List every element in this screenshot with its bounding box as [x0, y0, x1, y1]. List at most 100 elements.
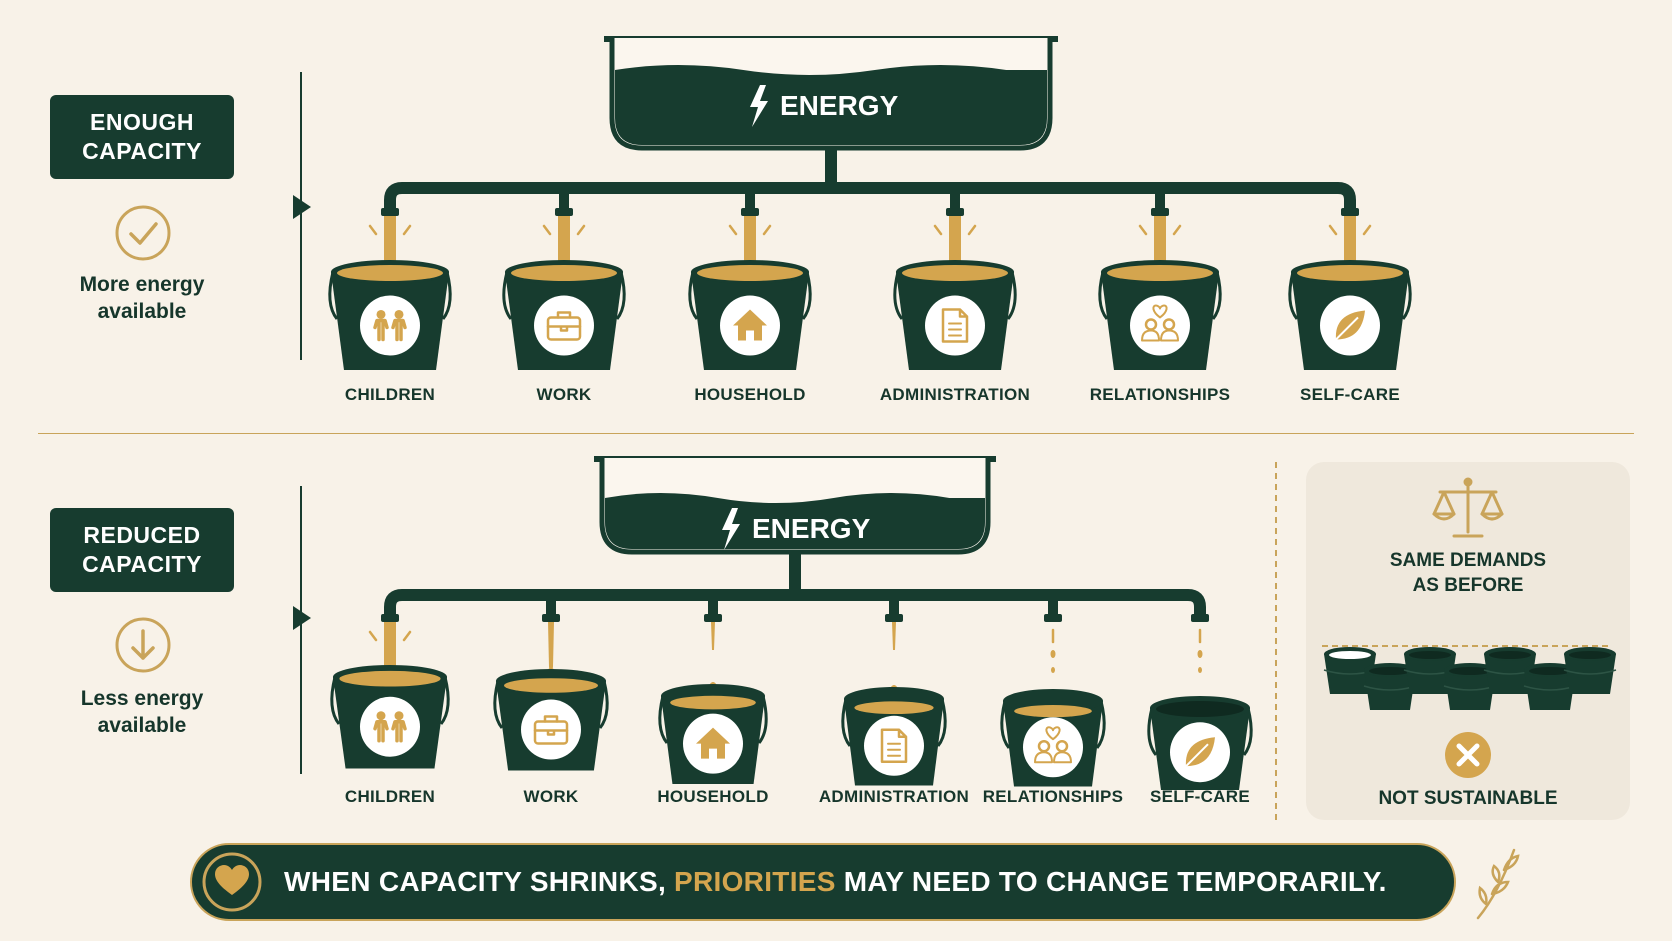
reduced-capacity-label: REDUCED CAPACITY [50, 508, 234, 592]
bottom-section-rule [300, 486, 302, 774]
demand-bucket-1 [1363, 663, 1417, 710]
bottom-bucket-2 [658, 684, 768, 784]
lightning-icon [722, 508, 740, 550]
same-demands-title: SAME DEMANDS AS BEFORE [1306, 548, 1630, 598]
top-bucket-3-fill [902, 265, 1008, 281]
faucet [381, 614, 399, 622]
bottom-bucket-label-0: CHILDREN [344, 787, 436, 806]
more-energy-text: More energy available [79, 273, 205, 323]
top-bucket-label-5: SELF-CARE [1300, 385, 1400, 404]
section-divider [38, 433, 1634, 434]
overflowing-buckets [1322, 645, 1617, 710]
top-bucket-0-fill [337, 265, 443, 281]
energy-label: ENERGY [752, 513, 871, 544]
top-stream-1 [542, 216, 586, 268]
bottom-bucket-0-fill [339, 670, 441, 687]
bottom-energy-diagram: ENERGY [330, 456, 1253, 790]
top-stream-3 [933, 216, 977, 268]
reduced-capacity-text: REDUCED CAPACITY [82, 522, 202, 577]
scale-icon [1432, 477, 1504, 538]
top-bucket-label-2: HOUSEHOLD [694, 385, 806, 404]
olive-branch-icon [1476, 848, 1520, 920]
bottom-bucket-4 [1000, 689, 1106, 787]
top-bucket-3 [893, 260, 1017, 370]
briefcase-icon [546, 311, 582, 341]
demand-bucket-6 [1563, 647, 1617, 694]
bottom-bucket-label-1: WORK [523, 787, 579, 806]
top-stream-4 [1138, 216, 1182, 268]
priority-banner [190, 843, 1456, 921]
bottom-bucket-2-fill [670, 695, 756, 710]
banner-text-before: WHEN CAPACITY SHRINKS, [284, 866, 667, 897]
top-bucket-4 [1098, 260, 1222, 370]
top-bucket-5-fill [1297, 265, 1403, 281]
faucet [1341, 208, 1359, 216]
demand-bucket-5 [1523, 663, 1577, 710]
bottom-bucket-1 [493, 669, 609, 771]
bottom-pipes [381, 552, 1209, 622]
top-bucket-label-0: CHILDREN [344, 385, 436, 404]
top-bucket-2 [688, 260, 812, 370]
same-demands-text: SAME DEMANDS AS BEFORE [1389, 550, 1547, 596]
top-bucket-label-3: ADMINISTRATION [879, 385, 1031, 404]
top-pointer-icon [293, 195, 311, 219]
demand-bucket-4 [1483, 647, 1537, 694]
enough-capacity-text: ENOUGH CAPACITY [82, 109, 202, 164]
top-tank-label: ENERGY [750, 85, 899, 127]
faucet [741, 208, 759, 216]
leaf-icon [1335, 310, 1365, 341]
document-icon [941, 308, 969, 343]
faucet [542, 614, 560, 622]
check-icon [115, 205, 171, 261]
top-bucket-1 [502, 260, 626, 370]
bottom-stream-0 [368, 622, 412, 673]
leaf-icon [1185, 737, 1215, 767]
top-bucket-label-4: RELATIONSHIPS [1089, 385, 1231, 404]
top-stream-5 [1328, 216, 1372, 268]
bottom-stream-4 [1050, 628, 1056, 673]
top-bucket-4-fill [1107, 265, 1213, 281]
faucet [1151, 208, 1169, 216]
top-bucket-label-1: WORK [536, 385, 592, 404]
faucet [704, 614, 722, 622]
arrow-down-icon [115, 617, 171, 673]
bottom-bucket-1-fill [504, 678, 598, 693]
demand-bucket-2 [1403, 647, 1457, 694]
faucet [885, 614, 903, 622]
bottom-bucket-3-fill [854, 701, 934, 715]
children-icon [373, 309, 407, 342]
bottom-bucket-label-2: HOUSEHOLD [657, 787, 769, 806]
top-bucket-5 [1288, 260, 1412, 370]
demand-bucket-0 [1323, 647, 1377, 694]
document-icon [880, 728, 908, 764]
bottom-bucket-3 [841, 687, 947, 786]
top-energy-tank [604, 36, 1058, 151]
lightning-icon [750, 85, 768, 127]
dashed-separator [1275, 462, 1277, 822]
house-icon [696, 727, 730, 759]
top-bucket-1-fill [511, 265, 617, 281]
top-section-rule [300, 72, 302, 360]
children-icon [373, 711, 407, 743]
top-bucket-2-fill [697, 265, 803, 281]
top-bucket-0 [328, 260, 452, 370]
briefcase-icon [533, 715, 569, 745]
relationships-icon [1141, 304, 1179, 342]
banner-text-after: MAY NEED TO CHANGE TEMPORARILY. [843, 866, 1387, 897]
enough-capacity-label: ENOUGH CAPACITY [50, 95, 234, 179]
bottom-stream-5 [1197, 628, 1203, 673]
bottom-stream-3 [890, 622, 898, 697]
x-icon [1445, 732, 1491, 778]
top-stream-2 [728, 216, 772, 268]
bottom-tank-label: ENERGY [722, 508, 871, 550]
bottom-bucket-5-fill [1156, 701, 1244, 717]
bottom-bucket-label-4: RELATIONSHIPS [982, 787, 1124, 806]
top-pipes [381, 148, 1359, 216]
faucet [1044, 614, 1062, 622]
relationships-icon [1034, 726, 1072, 764]
less-energy-text: Less energy available [80, 687, 204, 737]
energy-label: ENERGY [780, 90, 899, 121]
bottom-bucket-label-3: ADMINISTRATION [818, 787, 970, 806]
top-stream-0 [368, 216, 412, 268]
house-icon [733, 309, 767, 341]
